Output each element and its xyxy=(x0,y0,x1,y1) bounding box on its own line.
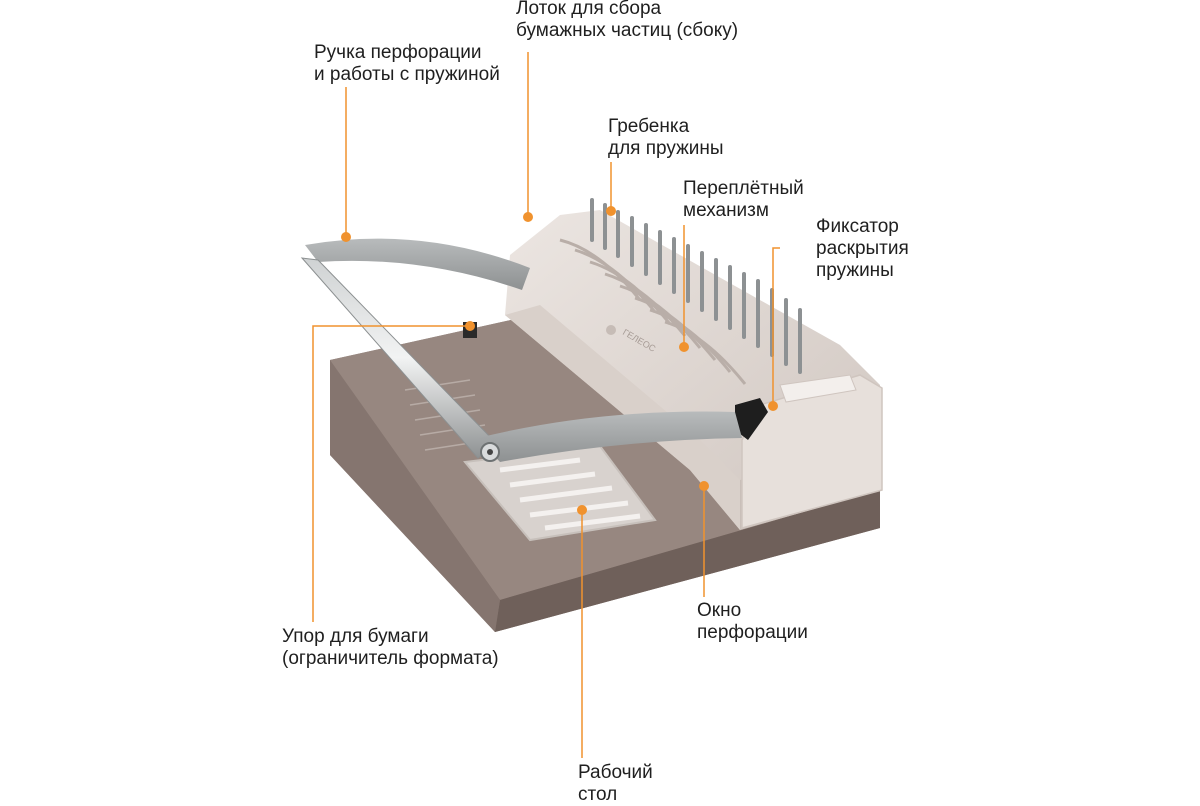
spring-lock[interactable] xyxy=(735,398,768,440)
callout-worktable: Рабочий стол xyxy=(578,762,653,805)
leader-lines xyxy=(312,52,780,758)
callout-tray: Лоток для сбора бумажных частиц (сбоку) xyxy=(516,0,739,41)
callout-comb: Гребенка для пружины xyxy=(608,116,724,159)
leader-lock xyxy=(772,247,780,406)
binding-mechanism xyxy=(559,238,747,385)
callout-handle: Ручка перфорации и работы с пружиной xyxy=(314,42,500,85)
work-table xyxy=(330,318,880,632)
punch-handle[interactable] xyxy=(300,238,742,462)
callout-binding: Переплётный механизм xyxy=(683,178,804,221)
comb-teeth xyxy=(590,198,802,374)
leader-dots xyxy=(341,206,778,515)
callout-paper-stop: Упор для бумаги (ограничитель формата) xyxy=(282,626,499,669)
leader-paper-stop xyxy=(312,325,470,622)
callout-punch-window: Окно перфорации xyxy=(697,600,808,643)
machine-housing: ГЕЛЕОС xyxy=(505,198,883,530)
callout-lock: Фиксатор раскрытия пружины xyxy=(816,216,909,281)
